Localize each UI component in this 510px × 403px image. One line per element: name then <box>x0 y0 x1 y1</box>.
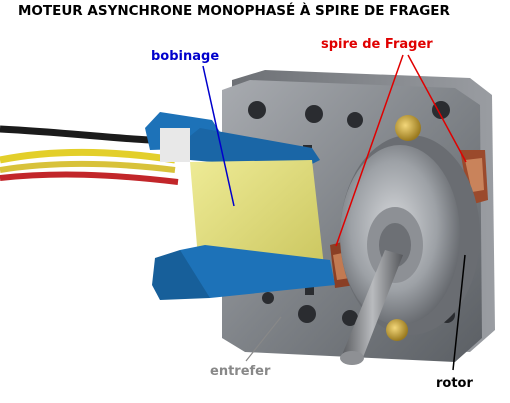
rotor-housing <box>340 135 480 335</box>
coil-bobbin <box>145 112 335 300</box>
label-bobinage: bobinage <box>151 49 220 64</box>
screw-icon <box>395 115 421 141</box>
screw-icon <box>386 319 408 341</box>
wires <box>0 125 179 185</box>
label-rotor: rotor <box>436 376 473 391</box>
page-title: MOTEUR ASYNCHRONE MONOPHASÉ À SPIRE DE F… <box>18 3 450 19</box>
annotation-lines <box>202 54 467 371</box>
label-entrefer: entrefer <box>210 364 271 379</box>
rotor-shaft <box>340 250 403 365</box>
label-spire-de-frager: spire de Frager <box>321 37 433 52</box>
